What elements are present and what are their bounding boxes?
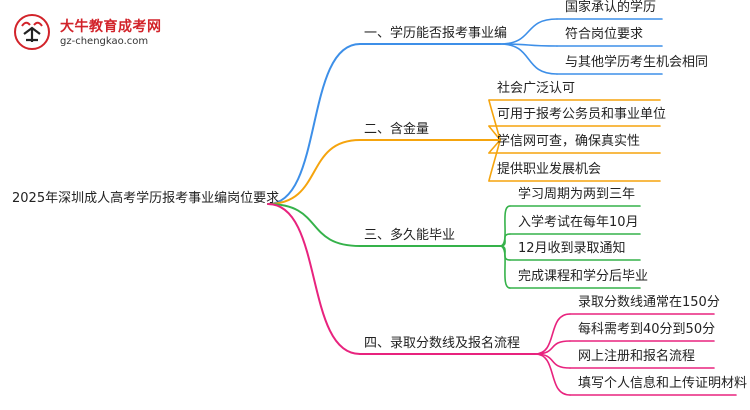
leaf-label-4-3: 网上注册和报名流程 <box>578 349 696 364</box>
ox-logo-icon <box>14 14 50 50</box>
site-logo: 大牛教育成考网 gz-chengkao.com <box>8 10 168 54</box>
leaf-connector-2-4 <box>488 139 501 182</box>
leaf-label-3-2: 入学考试在每年10月 <box>518 215 639 230</box>
leaf-connector-4-4 <box>534 353 571 396</box>
branch-label-4: 四、录取分数线及报名流程 <box>364 336 521 351</box>
leaf-label-2-1: 社会广泛认可 <box>497 81 576 96</box>
leaf-connector-3-4 <box>499 245 511 289</box>
leaf-label-4-1: 录取分数线通常在150分 <box>578 295 720 310</box>
branch-label-3: 三、多久能毕业 <box>364 228 456 243</box>
leaf-label-3-1: 学习周期为两到三年 <box>518 187 636 202</box>
leaf-label-1-3: 与其他学历考生机会相同 <box>565 55 709 70</box>
leaf-label-4-4: 填写个人信息和上传证明材料 <box>578 376 748 391</box>
leaf-label-4-2: 每科需考到40分到50分 <box>578 322 716 337</box>
leaf-connector-3-1 <box>499 205 511 247</box>
leaf-label-3-3: 12月收到录取通知 <box>518 241 626 256</box>
leaf-label-2-3: 学信网可查，确保真实性 <box>497 134 641 149</box>
leaf-connector-4-2 <box>534 340 571 355</box>
leaf-label-2-4: 提供职业发展机会 <box>497 162 602 177</box>
leaf-connector-1-1 <box>499 18 558 45</box>
branch-connector-3 <box>267 203 361 247</box>
leaf-label-2-2: 可用于报考公务员和事业单位 <box>497 107 667 122</box>
logo-url-text: gz-chengkao.com <box>60 36 149 47</box>
leaf-connector-1-3 <box>499 43 558 75</box>
branch-label-2: 二、含金量 <box>364 122 430 137</box>
branch-connector-2 <box>267 139 361 205</box>
leaf-label-3-4: 完成课程和学分后毕业 <box>518 269 649 284</box>
root-topic: 2025年深圳成人高考学历报考事业编岗位要求 <box>12 191 280 206</box>
branch-connector-4 <box>267 203 361 355</box>
branch-label-1: 一、学历能否报考事业编 <box>364 26 508 41</box>
leaf-connector-4-3 <box>534 353 571 369</box>
logo-brand-text: 大牛教育成考网 <box>60 19 162 35</box>
leaf-connector-3-2 <box>499 233 511 247</box>
branch-connector-1 <box>267 43 361 205</box>
leaf-label-1-2: 符合岗位要求 <box>565 27 644 42</box>
leaf-label-1-1: 国家承认的学历 <box>565 0 657 15</box>
